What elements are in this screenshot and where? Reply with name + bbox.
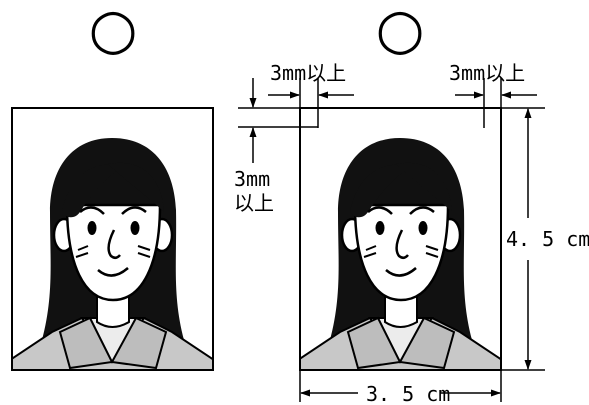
- margin-right-label: 3mm以上: [449, 61, 525, 85]
- approval-circle-left: ○: [89, 0, 138, 62]
- photo-left-frame: [11, 107, 214, 371]
- extension-lines: [238, 78, 545, 402]
- dimension-arrows: [249, 78, 537, 397]
- margin-top-label-line2: 以上: [234, 191, 274, 215]
- photo-right: [300, 136, 501, 370]
- height-label: 4. 5 cm: [506, 227, 589, 251]
- margin-left-label: 3mm以上: [270, 61, 346, 85]
- approval-circle-right: ○: [376, 0, 425, 62]
- width-label: 3. 5 cm: [366, 382, 450, 405]
- photo-right-frame: [299, 107, 502, 371]
- photo-left: [12, 136, 213, 370]
- margin-top-label-line1: 3mm: [234, 167, 270, 191]
